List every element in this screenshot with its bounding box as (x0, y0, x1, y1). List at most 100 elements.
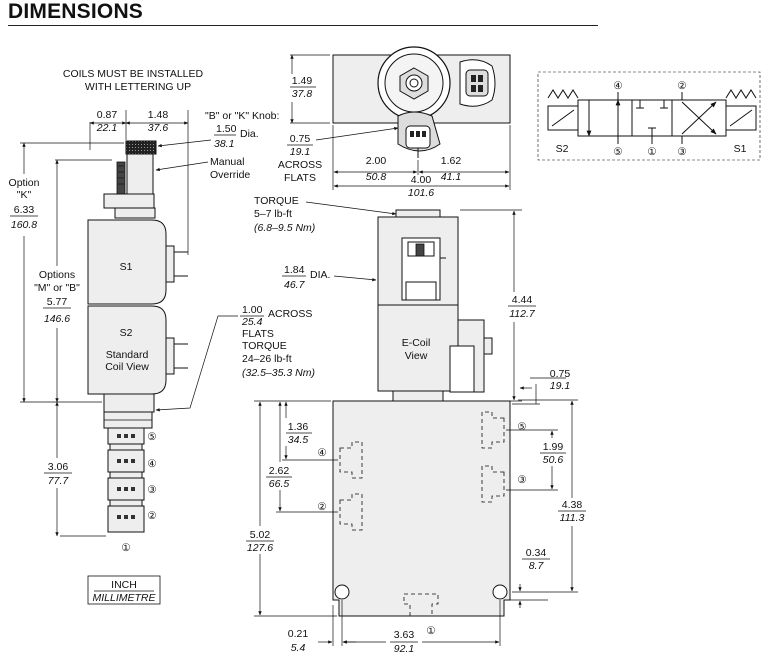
torque-1-value: 24–26 lb-ft (242, 353, 292, 365)
dim-438-in: 4.38 (562, 499, 583, 511)
coil-s2-label: S2 (120, 327, 133, 339)
ecoil-line2: View (405, 350, 428, 362)
dim-136-mm: 34.5 (288, 434, 309, 446)
dim-149-mm: 37.8 (292, 88, 313, 100)
schematic-port-3: ③ (677, 146, 687, 158)
dim-400-in: 4.00 (411, 174, 432, 186)
dim-363-mm: 92.1 (394, 643, 414, 655)
body-port-5: ⑤ (517, 421, 527, 433)
dim-444-mm: 112.7 (509, 308, 536, 320)
knob-dia-in: 1.50 (216, 123, 237, 135)
standard-coil-line1: Standard (106, 349, 149, 361)
options-mb-line2: "M" or "B" (34, 282, 80, 294)
option-k-line1: Option (9, 177, 40, 189)
standard-coil-line2: Coil View (105, 361, 149, 373)
options-mb-in: 5.77 (47, 296, 68, 308)
knob-icon (125, 140, 157, 155)
dim-075b-mm: 19.1 (550, 380, 570, 392)
dim-199-mm: 50.6 (543, 454, 564, 466)
dim-200-mm: 50.8 (366, 171, 387, 183)
port-2-label: ② (147, 510, 157, 522)
dim-075a-mm: 19.1 (290, 146, 310, 158)
dim-075a-flats: FLATS (284, 172, 316, 184)
dim-502-mm: 127.6 (247, 542, 273, 554)
dim-184-in: 1.84 (284, 264, 305, 276)
dim-306-mm: 77.7 (48, 475, 70, 487)
dim-184-dia: DIA. (310, 269, 330, 281)
dim-162-in: 1.62 (441, 155, 462, 167)
flats-1-flats: FLATS (242, 328, 274, 340)
body-port-3: ③ (517, 474, 527, 486)
port-1-label: ① (121, 542, 131, 554)
unit-inch: INCH (111, 579, 137, 591)
knob-label: "B" or "K" Knob: (205, 110, 279, 122)
top-view: 1.49 37.8 0.75 19.1 ACROSS FLATS 2.00 50… (278, 46, 511, 199)
schematic-port-1: ① (647, 146, 657, 158)
dim-075a-in: 0.75 (290, 133, 311, 145)
dim-021-mm: 5.4 (291, 642, 306, 654)
schematic-s1: S1 (734, 143, 747, 155)
schematic-port-5: ⑤ (613, 146, 623, 158)
dim-262-mm: 66.5 (269, 478, 290, 490)
option-k-mm: 160.8 (11, 219, 37, 231)
port-5-label: ⑤ (147, 431, 157, 443)
dim-438-mm: 111.3 (560, 512, 585, 524)
dim-162-mm: 41.1 (441, 171, 461, 183)
dim-034-mm: 8.7 (529, 560, 545, 572)
option-k-line2: "K" (17, 189, 32, 201)
dim-148-mm: 37.6 (148, 122, 169, 134)
title-rule (8, 25, 598, 26)
dim-502-in: 5.02 (250, 529, 271, 541)
schematic-port-4: ④ (613, 80, 623, 92)
ecoil-line1: E-Coil (402, 337, 431, 349)
option-k-in: 6.33 (14, 204, 35, 216)
hydraulic-schematic: ④ ② ⑤ ① ③ S2 S1 (537, 71, 761, 161)
dim-021-in: 0.21 (288, 628, 309, 640)
port-3-label: ③ (147, 484, 157, 496)
flats-1-across: ACROSS (268, 308, 312, 320)
manual-override-line2: Override (210, 169, 250, 181)
dim-087-mm: 22.1 (96, 122, 117, 134)
dim-444-in: 4.44 (512, 294, 533, 306)
options-mb-mm: 146.6 (44, 313, 70, 325)
options-mb-line1: Options (39, 269, 75, 281)
dim-075a-across: ACROSS (278, 159, 322, 171)
dim-306-in: 3.06 (48, 461, 69, 473)
dim-148-in: 1.48 (148, 109, 169, 121)
torque-1-label: TORQUE (242, 340, 287, 352)
body-port-4: ④ (317, 447, 327, 459)
dim-400-mm: 101.6 (408, 187, 434, 199)
unit-mm: MILLIMETRE (92, 592, 156, 604)
dim-184-mm: 46.7 (284, 279, 306, 291)
dim-363-in: 3.63 (394, 629, 415, 641)
coils-note-line2: WITH LETTERING UP (85, 81, 191, 93)
dim-136-in: 1.36 (288, 421, 309, 433)
dim-149-in: 1.49 (292, 75, 313, 87)
port-4-label: ④ (147, 458, 157, 470)
schematic-s2: S2 (556, 143, 569, 155)
schematic-port-2: ② (677, 80, 687, 92)
torque-2-nm: (6.8–9.5 Nm) (254, 222, 315, 234)
coils-note-line1: COILS MUST BE INSTALLED (63, 68, 204, 80)
dim-034-in: 0.34 (526, 547, 547, 559)
unit-legend (87, 575, 161, 605)
flats-1-mm: 25.4 (241, 316, 263, 328)
body-port-1: ① (426, 625, 436, 637)
dim-199-in: 1.99 (543, 441, 564, 453)
torque-2-label: TORQUE (254, 195, 299, 207)
body-port-2: ② (317, 501, 327, 513)
ecoil-view: TORQUE 5–7 lb-ft (6.8–9.5 Nm) E-Coil Vie… (254, 195, 542, 402)
coil-s1-label: S1 (120, 261, 133, 273)
dim-075b-in: 0.75 (550, 368, 571, 380)
dim-262-in: 2.62 (269, 465, 290, 477)
torque-1-nm: (32.5–35.3 Nm) (242, 367, 315, 379)
knob-dia-mm: 38.1 (214, 138, 234, 150)
manifold-body: ④ ② ⑤ ③ ① 1.36 34.5 2.62 66.5 5.02 127.6 (242, 368, 592, 656)
manual-override-line1: Manual (210, 156, 244, 168)
torque-2-value: 5–7 lb-ft (254, 208, 292, 220)
dim-200-in: 2.00 (366, 155, 387, 167)
dim-087-in: 0.87 (97, 109, 118, 121)
knob-dia-word: Dia. (240, 128, 259, 140)
